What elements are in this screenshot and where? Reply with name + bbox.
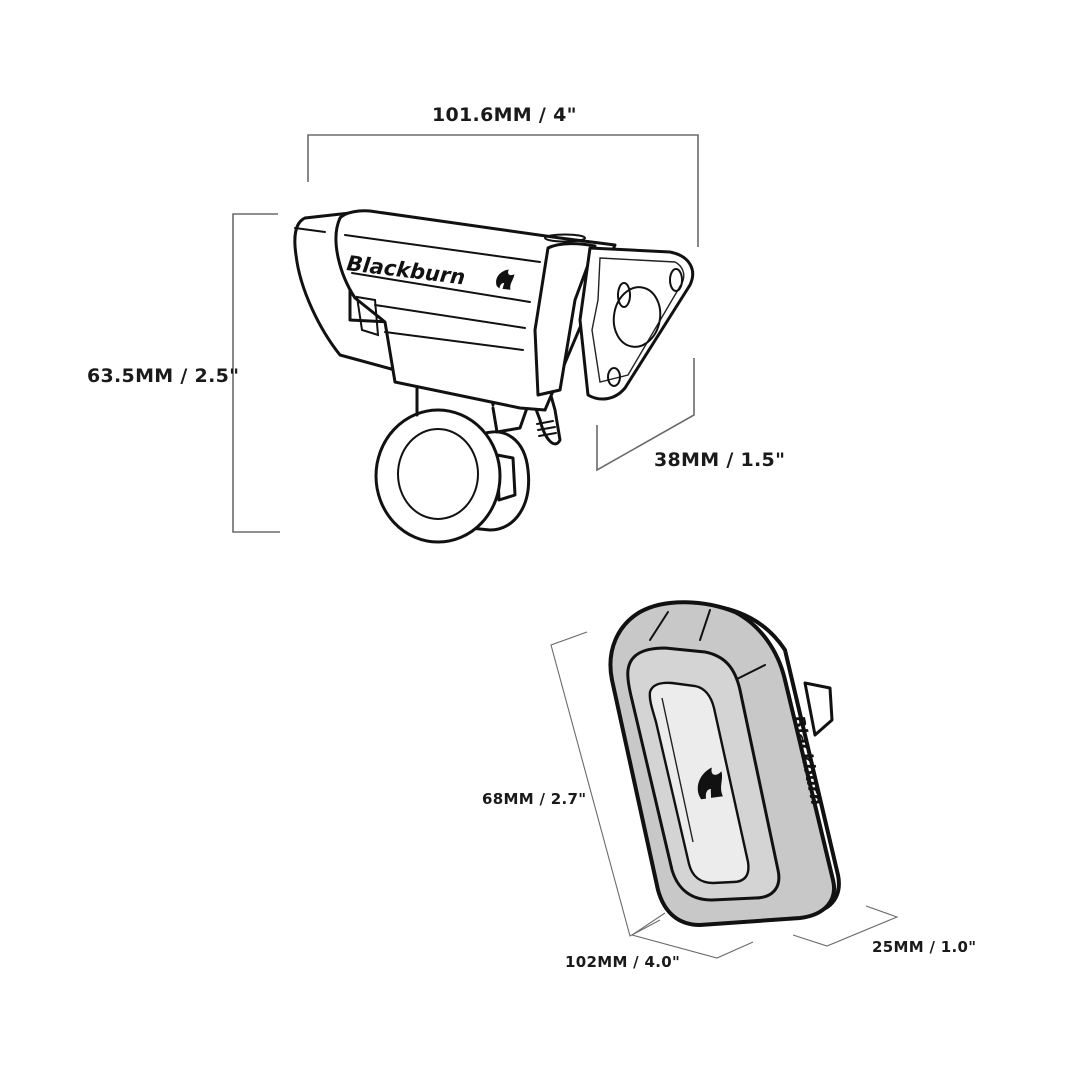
handlebar-clamp: [374, 408, 531, 544]
front-depth-label: 38MM / 1.5": [654, 449, 786, 471]
rear-width-dimension-line: [630, 912, 754, 959]
rear-depth-label: 25MM / 1.0": [872, 938, 977, 956]
front-width-label: 101.6MM / 4": [432, 104, 577, 126]
front-width-dimension-line: [307, 134, 699, 247]
rear-light-illustration: Blackburn: [608, 600, 841, 928]
rear-width-label: 102MM / 4.0": [565, 953, 681, 971]
rear-depth-dimension-line: [792, 905, 899, 947]
front-light-illustration: Blackburn: [293, 209, 695, 544]
rear-height-dimension-line: [550, 631, 661, 937]
front-depth-dimension-line: [596, 358, 695, 472]
blackburn-flame-icon: [496, 269, 515, 290]
front-height-dimension-line: [232, 213, 280, 533]
rear-height-label: 68MM / 2.7": [482, 790, 587, 808]
blackburn-flame-icon: [697, 767, 723, 800]
front-height-label: 63.5MM / 2.5": [87, 365, 240, 387]
